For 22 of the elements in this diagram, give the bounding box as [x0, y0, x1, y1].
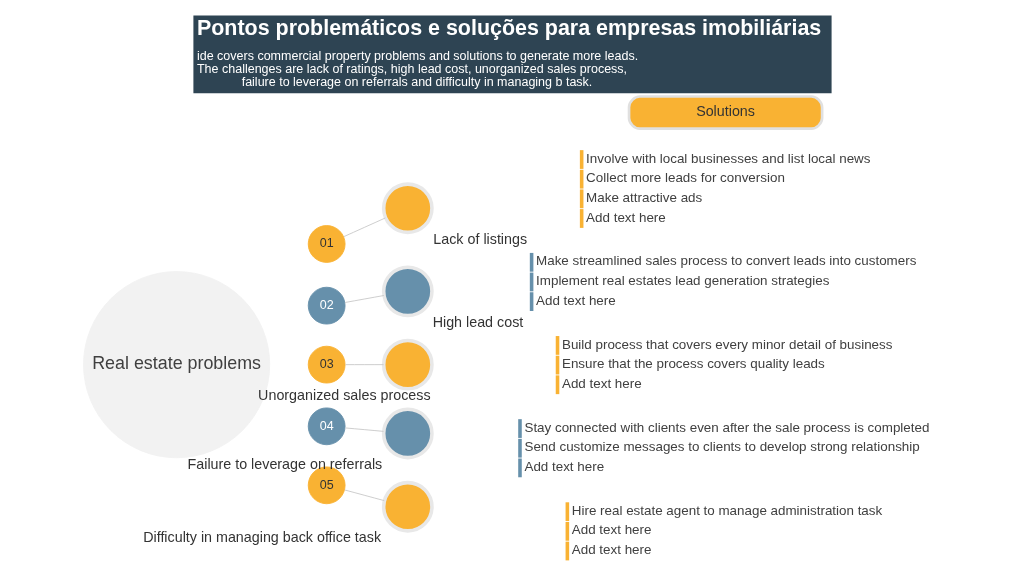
label: Add text here — [571, 522, 651, 538]
node-label: Unorganized sales process — [257, 387, 431, 404]
node-label: Lack of listings — [432, 230, 527, 247]
label: Implement real estates lead generation strategies — [535, 273, 829, 289]
label: Hire real estate agent to manage administration task — [571, 502, 882, 518]
label: Add text here — [561, 375, 642, 391]
label: Send customize messages to clients to develop strong relationship — [523, 439, 920, 455]
node-label: High lead cost — [432, 313, 523, 330]
diagram-title: Pontos problemáticos e soluções para empresas imobiliárias — [196, 16, 821, 41]
label: Make attractive ads — [585, 189, 702, 205]
label: Add text here — [585, 209, 666, 225]
label: Add text here — [571, 542, 651, 558]
label: Stay connected with clients even after the sale process is completed — [523, 419, 929, 435]
caption: ide covers commercial property problems and solutions to generate more leads. The challenges are lack of ratings, high lead cost, unorganized sales process, failure to leverage on referrals and difficulty in managing b task. — [196, 48, 638, 90]
label: Collect more leads for conversion — [585, 170, 785, 186]
label: Add text here — [523, 459, 604, 475]
label: Involve with local businesses and list local news — [585, 150, 870, 166]
label: Ensure that the process covers quality leads — [561, 356, 825, 372]
label: Make streamlined sales process to convert leads into customers — [535, 253, 916, 269]
node-label: Difficulty in managing back office task — [142, 529, 381, 546]
label: Add text here — [535, 292, 616, 308]
label: Build process that covers every minor detail of business — [561, 336, 892, 352]
